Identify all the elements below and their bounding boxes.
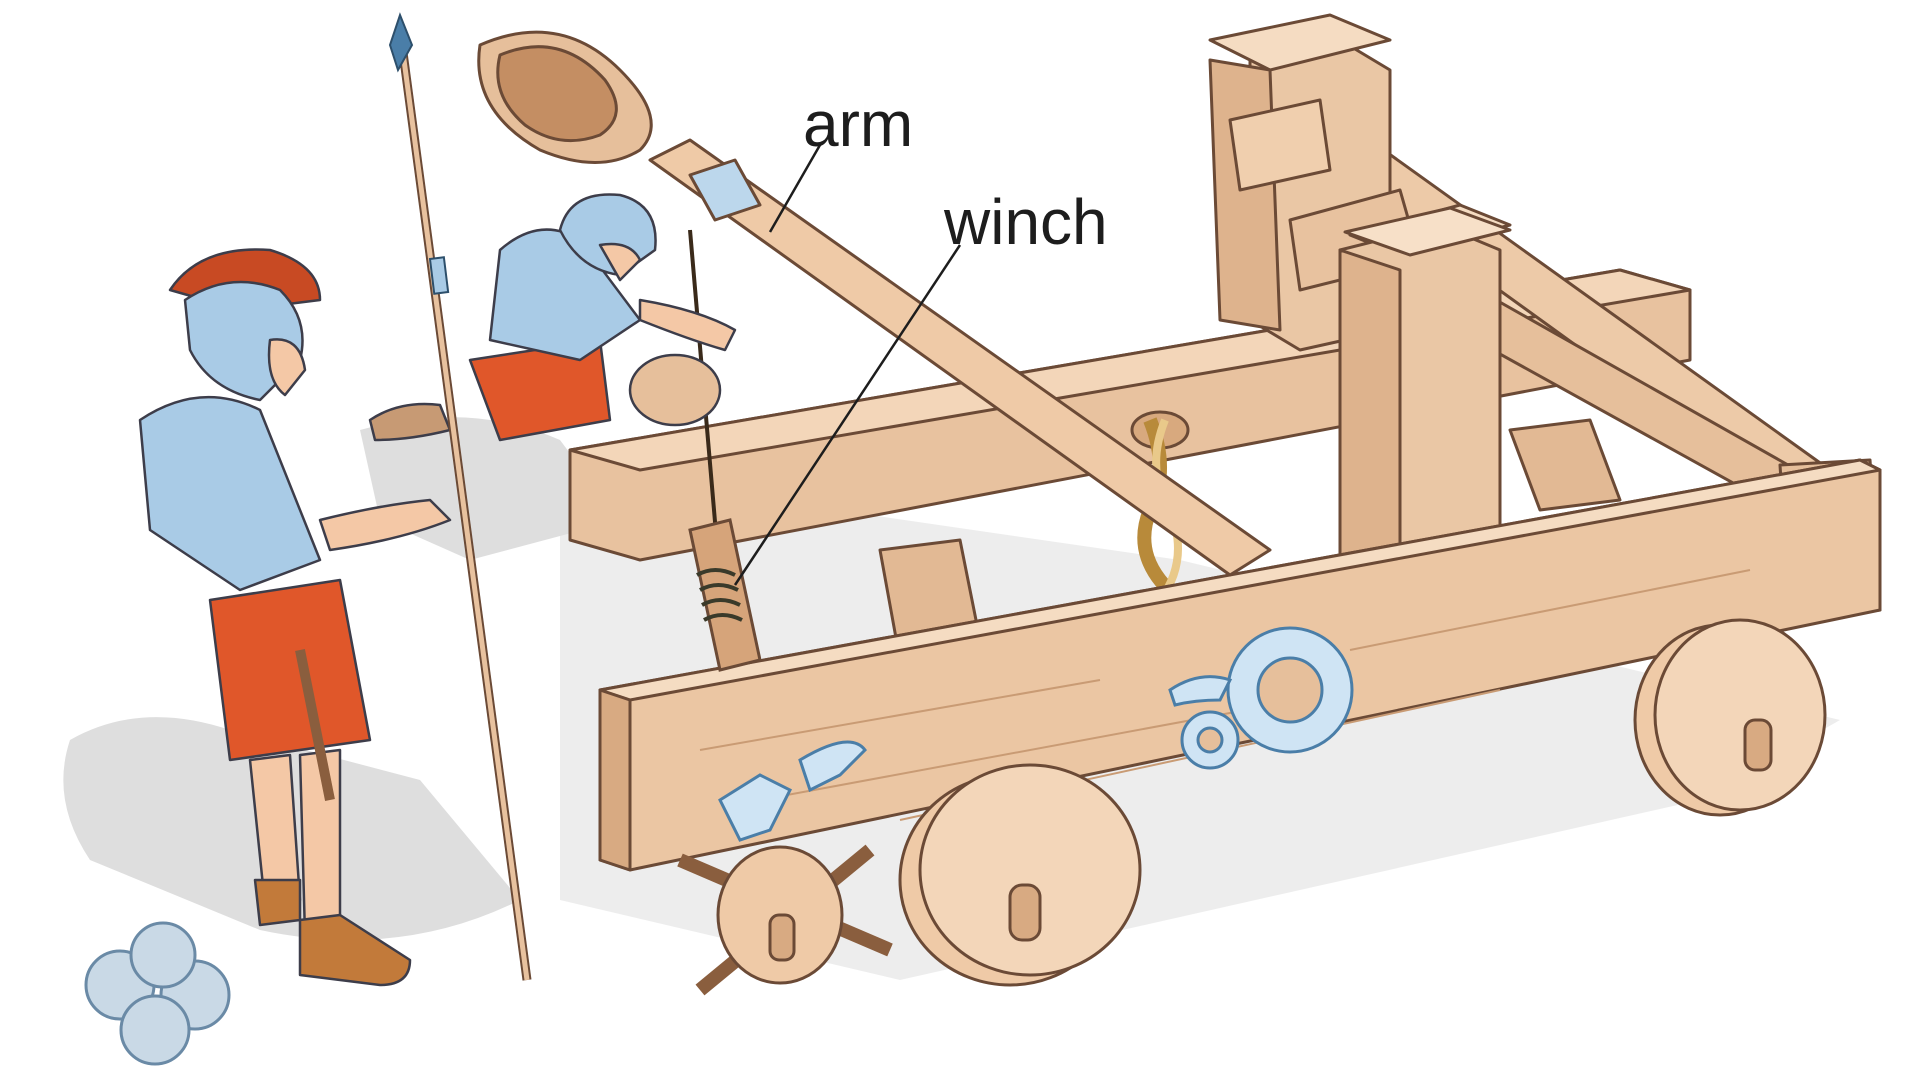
throwing-arm bbox=[477, 30, 1272, 577]
arm-label: arm bbox=[803, 88, 914, 160]
gear-assembly bbox=[1168, 626, 1354, 770]
label-leaders bbox=[733, 144, 962, 586]
spear bbox=[388, 12, 532, 981]
stone-balls bbox=[84, 921, 231, 1066]
winch-leader-line bbox=[733, 244, 962, 586]
arm-leader-line bbox=[768, 144, 822, 233]
winch-label: winch bbox=[944, 186, 1108, 258]
soldier-standing bbox=[138, 248, 452, 987]
ratchet bbox=[718, 740, 867, 842]
wheels bbox=[677, 618, 1827, 996]
